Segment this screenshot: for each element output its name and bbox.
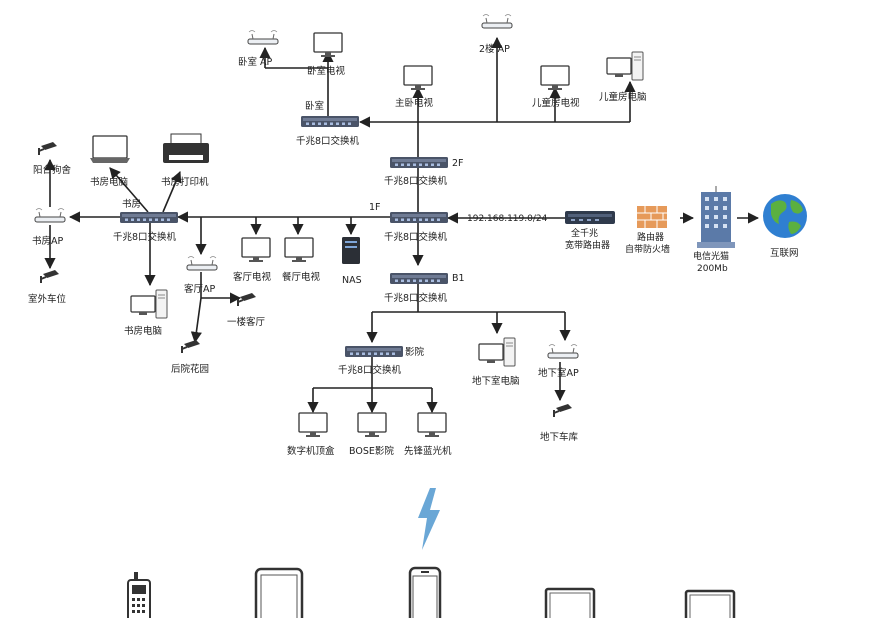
garage-camera: [552, 403, 573, 418]
bedroom-ap-label: 卧室 AP: [238, 56, 273, 68]
study-switch: [120, 212, 178, 223]
bose-theater-label: BOSE影院: [349, 445, 394, 457]
connection-lines: [44, 36, 760, 414]
laptop-icon: [684, 589, 736, 618]
living-room-camera: [236, 292, 257, 307]
second-floor-ap-label: 2楼 AP: [479, 43, 510, 55]
garden-camera-label: 后院花园: [171, 363, 209, 375]
theater-label: 影院: [405, 346, 425, 358]
smartphone-icon: [408, 566, 442, 618]
tablet-icon: [254, 567, 304, 618]
firewall-label-line2: 自带防火墙: [625, 243, 670, 255]
living-tv: [241, 237, 271, 263]
garage-camera-label: 地下车库: [540, 431, 579, 443]
theater-switch: [345, 346, 403, 357]
basement-ap: [547, 344, 579, 359]
settop-box: [298, 412, 328, 438]
outdoor-parking-camera: [39, 269, 60, 284]
bluray-player-label: 先锋蓝光机: [404, 445, 452, 457]
switch-b1-label: 千兆8口交换机: [384, 292, 448, 304]
dining-tv-label: 餐厅电视: [282, 271, 321, 283]
router-label-line2: 宽带路由器: [565, 239, 610, 251]
gigabit-router: [565, 211, 615, 224]
kids-pc: [606, 51, 644, 81]
bose-theater: [357, 412, 387, 438]
router-label-line1: 全千兆: [571, 227, 598, 239]
study-laptop: [90, 135, 130, 163]
basement-pc: [478, 337, 516, 367]
living-room-camera-label: 一楼客厅: [227, 316, 266, 328]
nas: [342, 237, 360, 264]
cordless-phone-icon: [127, 572, 151, 618]
internet-globe: [763, 194, 807, 238]
switch-2f: [390, 157, 448, 168]
bedroom-switch-label: 千兆8口交换机: [296, 135, 360, 147]
living-ap-label: 客厅AP: [184, 283, 215, 295]
switch-2f-label: 千兆8口交换机: [384, 175, 448, 187]
study-printer-label: 书房打印机: [161, 176, 209, 188]
lightning-bolt-icon: [418, 488, 440, 550]
firewall-label-line1: 路由器: [637, 231, 664, 243]
bedroom-switch: [301, 116, 359, 127]
tag-b1: B1: [452, 273, 465, 284]
settop-box-label: 数字机顶盒: [287, 445, 335, 457]
kids-tv: [540, 65, 570, 91]
laptop-icon: [544, 587, 596, 618]
basement-pc-label: 地下室电脑: [472, 375, 520, 387]
nas-label: NAS: [342, 275, 362, 286]
tag-2f: 2F: [452, 158, 464, 169]
second-floor-ap: [481, 14, 513, 29]
garden-camera: [180, 339, 201, 354]
study-laptop-label: 书房电脑: [90, 176, 128, 188]
study-switch-label: 千兆8口交换机: [113, 231, 177, 243]
telecom-label-line2: 200Mb: [697, 264, 728, 274]
bluray-player: [417, 412, 447, 438]
bedroom-tv-label: 卧室电视: [307, 65, 346, 77]
bedroom-ap: [247, 30, 279, 45]
balcony-camera-label: 阳台狗舍: [33, 164, 72, 176]
ip-subnet-label: 192.168.119.0/24: [467, 214, 548, 224]
tag-1f: 1F: [369, 202, 381, 213]
bedroom-tv: [313, 32, 343, 58]
outdoor-parking-label: 室外车位: [28, 293, 67, 305]
living-tv-label: 客厅电视: [233, 271, 272, 283]
switch-1f-label: 千兆8口交换机: [384, 231, 448, 243]
study-label: 书房: [122, 198, 141, 210]
theater-switch-label: 千兆8口交换机: [338, 364, 402, 376]
kids-tv-label: 儿童房电视: [532, 97, 580, 109]
living-ap: [186, 256, 218, 271]
study-ap-label: 书房AP: [32, 235, 63, 247]
bedroom-label: 卧室: [305, 100, 324, 112]
balcony-camera: [37, 141, 58, 156]
dining-tv: [284, 237, 314, 263]
kids-pc-label: 儿童房电脑: [599, 91, 647, 103]
switch-1f: [390, 212, 448, 223]
study-pc: [130, 289, 168, 319]
master-tv-label: 主卧电视: [395, 97, 434, 109]
study-printer: [163, 133, 209, 163]
study-pc-label: 书房电脑: [124, 325, 162, 337]
firewall: [637, 206, 667, 228]
telecom-label-line1: 电信光猫: [693, 250, 729, 262]
master-tv: [403, 65, 433, 91]
telecom-building: [697, 186, 735, 248]
basement-ap-label: 地下室AP: [538, 367, 579, 379]
internet-label: 互联网: [770, 248, 799, 259]
switch-b1: [390, 273, 448, 284]
study-ap: [34, 208, 66, 223]
